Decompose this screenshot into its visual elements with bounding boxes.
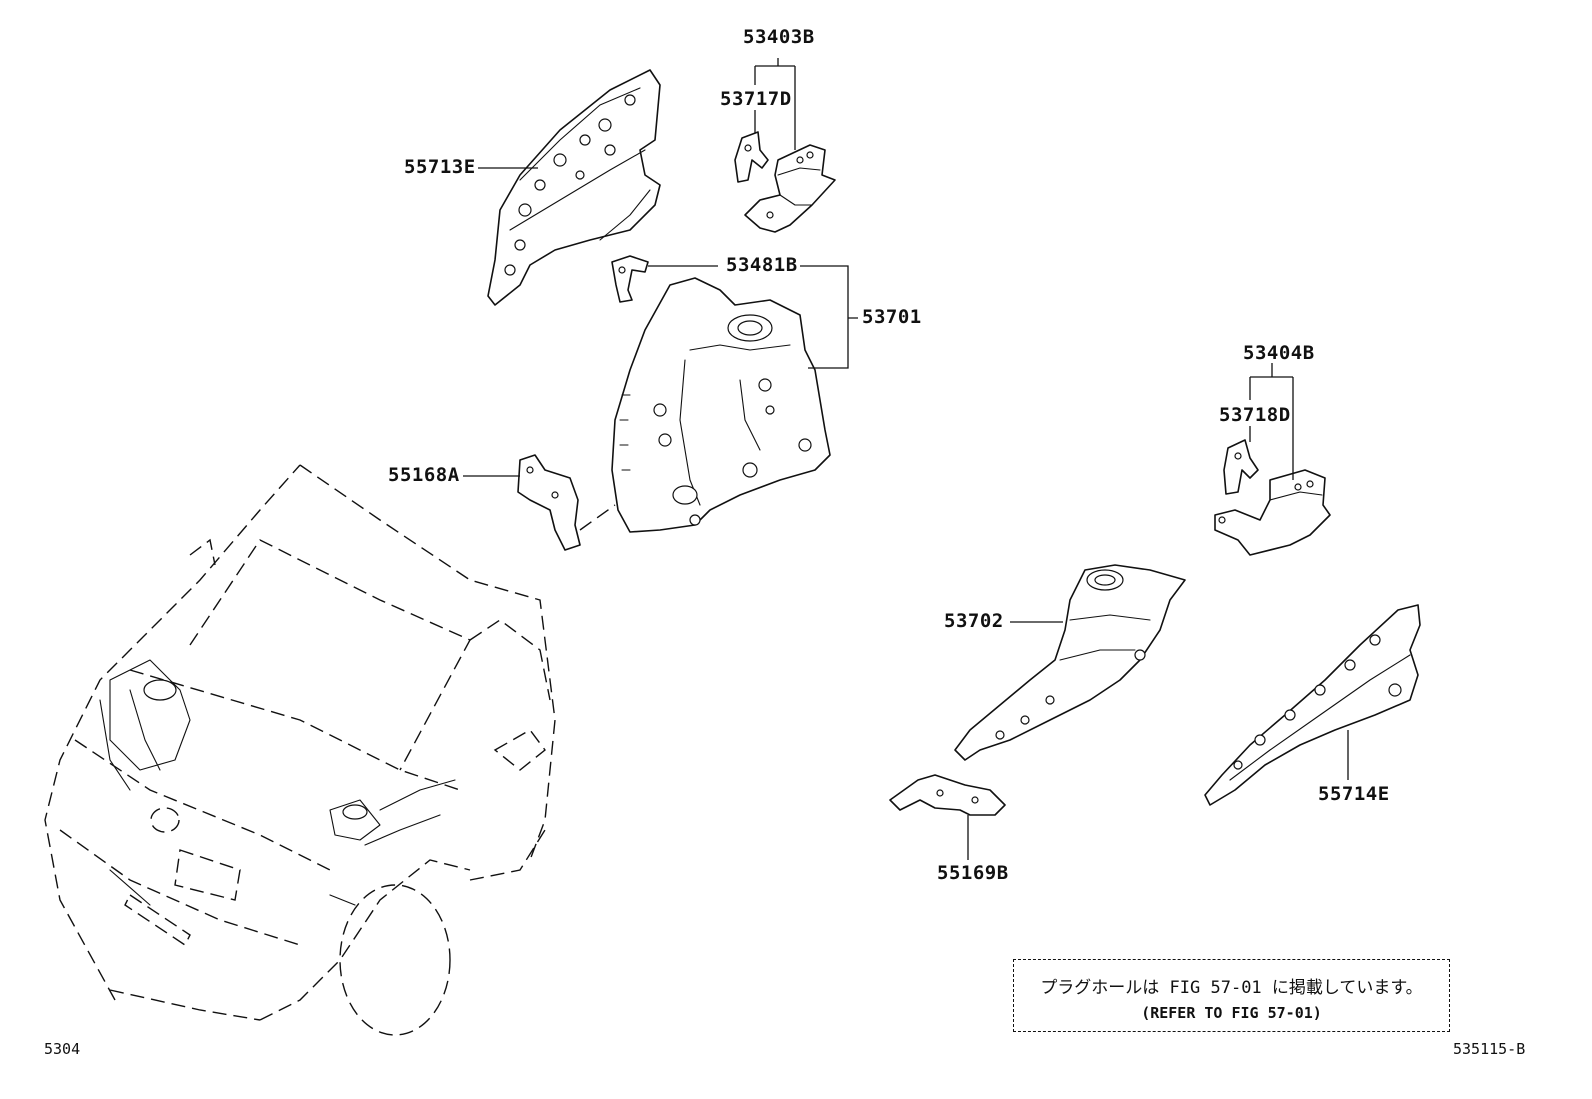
reference-note: プラグホールは FIG 57-01 に掲載しています。 (REFER TO FI… bbox=[1013, 959, 1450, 1032]
label-53701: 53701 bbox=[862, 306, 922, 328]
part-53701-drawing bbox=[611, 277, 831, 533]
label-53717D: 53717D bbox=[720, 88, 792, 110]
label-53702: 53702 bbox=[944, 610, 1004, 632]
part-53717D-drawing bbox=[734, 131, 769, 183]
reference-note-english: (REFER TO FIG 57-01) bbox=[1141, 1004, 1322, 1022]
connector-55168A bbox=[579, 504, 616, 531]
reference-note-japanese: プラグホールは FIG 57-01 に掲載しています。 bbox=[1040, 978, 1423, 998]
part-55169B-drawing bbox=[889, 774, 1006, 816]
label-55714E: 55714E bbox=[1318, 783, 1390, 805]
vehicle-outline-drawing bbox=[44, 464, 556, 1036]
part-53404B-drawing bbox=[1214, 469, 1331, 556]
part-53718D-drawing bbox=[1223, 439, 1259, 495]
label-55713E: 55713E bbox=[404, 156, 476, 178]
part-55714E-drawing bbox=[1204, 604, 1421, 806]
label-55169B: 55169B bbox=[937, 862, 1009, 884]
illustration-code: 535115-B bbox=[1453, 1040, 1526, 1058]
label-53404B: 53404B bbox=[1243, 342, 1315, 364]
part-53702-drawing bbox=[954, 564, 1186, 761]
part-53403B-drawing bbox=[744, 144, 836, 233]
leader-lines bbox=[463, 58, 1349, 860]
part-55168A-drawing bbox=[517, 454, 581, 551]
engine-bay-drawing bbox=[99, 659, 456, 906]
label-53403B: 53403B bbox=[743, 26, 815, 48]
label-53481B: 53481B bbox=[726, 254, 798, 276]
label-53718D: 53718D bbox=[1219, 404, 1291, 426]
part-53481B-drawing bbox=[611, 255, 649, 303]
part-55713E-drawing bbox=[487, 69, 661, 306]
label-55168A: 55168A bbox=[388, 464, 460, 486]
figure-number: 5304 bbox=[44, 1040, 81, 1058]
